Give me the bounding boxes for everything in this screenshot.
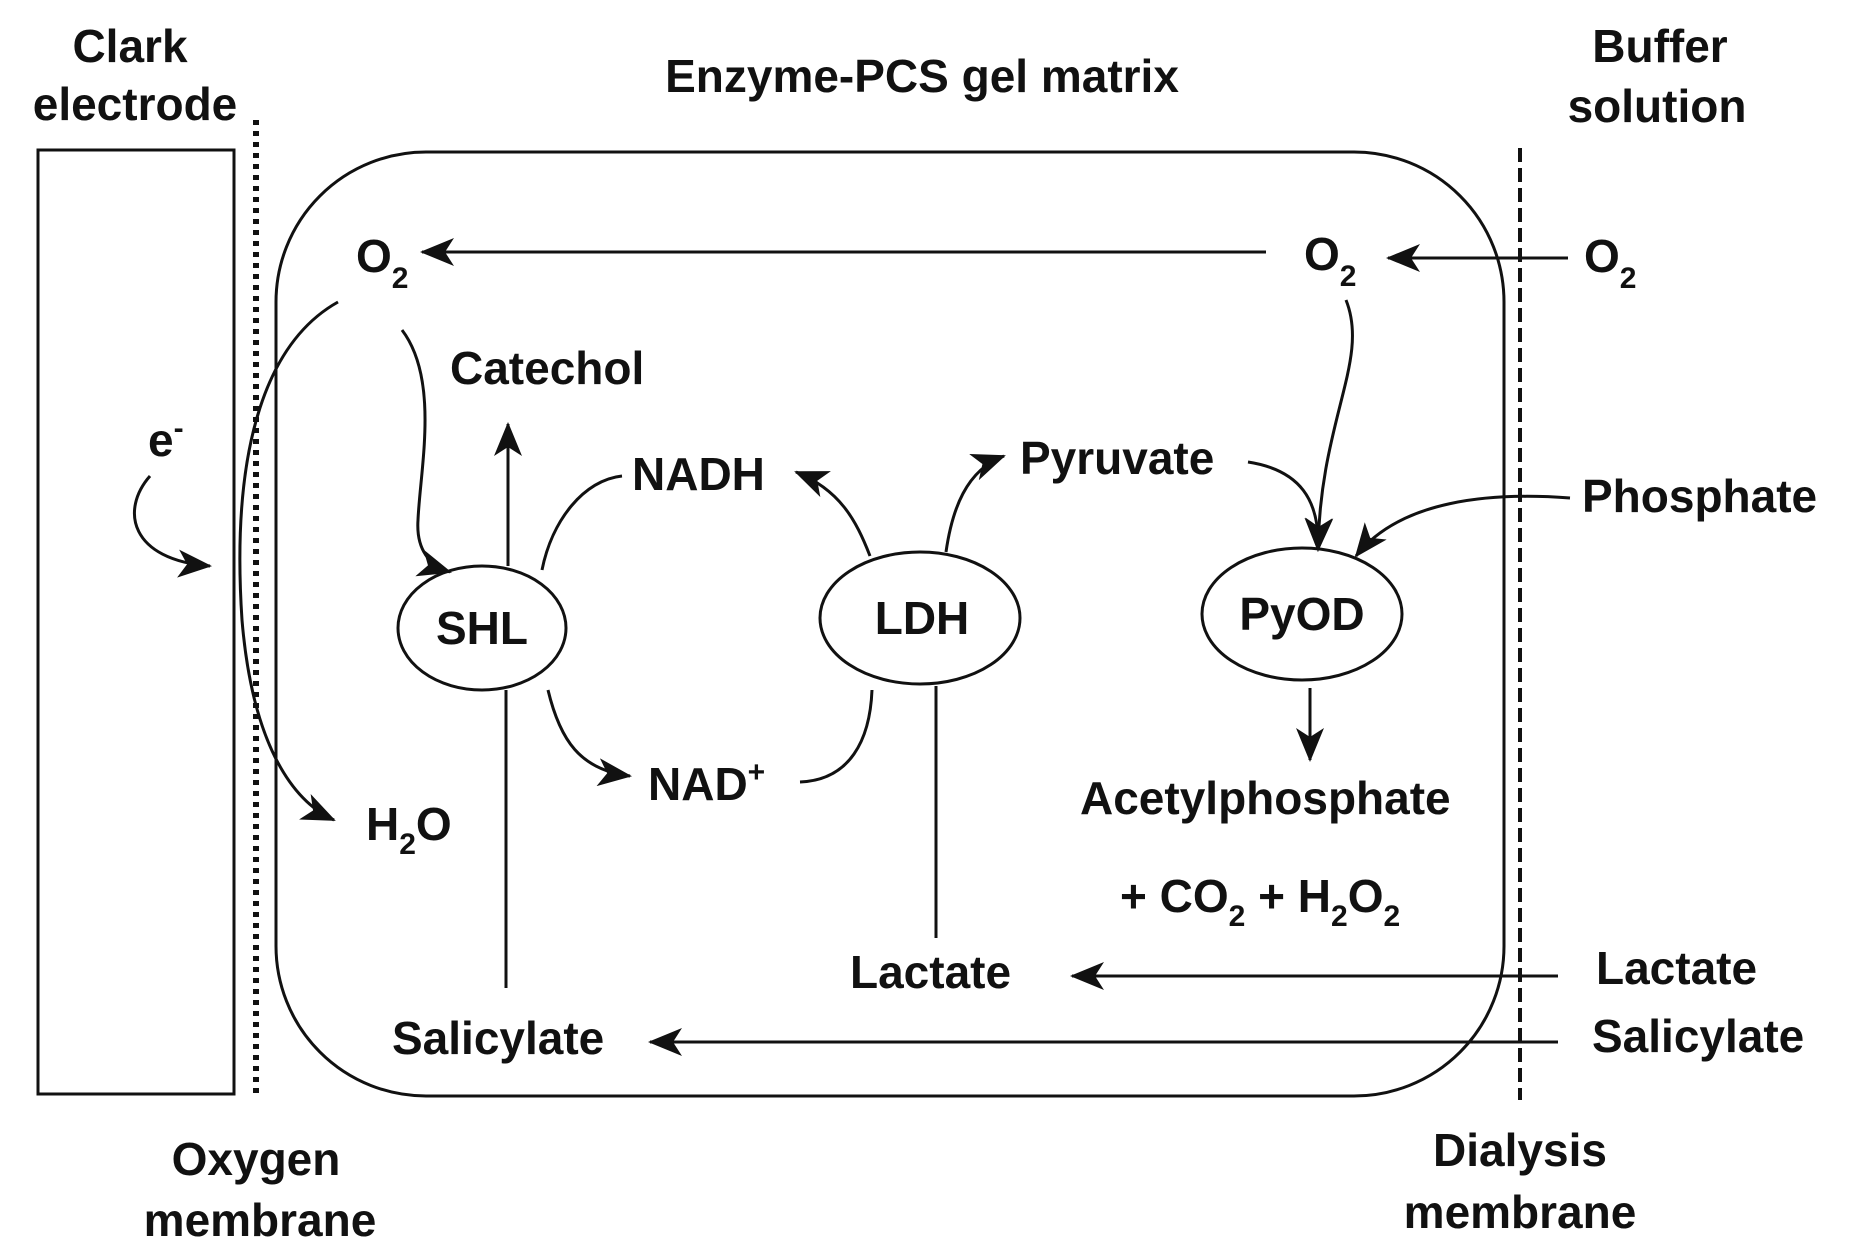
o2-electrode-side: O2 bbox=[356, 230, 408, 295]
shl-to-nad-arrow bbox=[546, 689, 632, 787]
pyod-label: PyOD bbox=[1239, 588, 1364, 640]
phosphate-to-pyod-arrow bbox=[1354, 494, 1571, 558]
catechol-label: Catechol bbox=[450, 342, 644, 394]
pyruvate-to-pyod-arrow bbox=[1247, 460, 1334, 552]
nad-label: NAD+ bbox=[648, 756, 765, 810]
oxygen-membrane-label-1: Oxygen bbox=[172, 1133, 341, 1185]
ldh-label: LDH bbox=[875, 592, 970, 644]
clark-electrode-label-1: Clark bbox=[72, 20, 187, 72]
byproducts-label: + CO2 + H2O2 bbox=[1120, 870, 1400, 933]
o2-to-pyod-arrow bbox=[1304, 299, 1354, 552]
dialysis-membrane-label-1: Dialysis bbox=[1433, 1124, 1607, 1176]
o2-gel-side: O2 bbox=[1304, 228, 1356, 293]
dialysis-membrane-label-2: membrane bbox=[1404, 1186, 1637, 1238]
clark-electrode bbox=[36, 148, 236, 1096]
pyod-enzyme bbox=[1200, 546, 1404, 682]
phosphate-label: Phosphate bbox=[1582, 470, 1817, 522]
o2-to-shl-arrow bbox=[400, 329, 452, 577]
oxygen-membrane-label-2: membrane bbox=[144, 1194, 377, 1246]
gel-matrix-label: Enzyme-PCS gel matrix bbox=[665, 50, 1179, 102]
ldh-enzyme bbox=[818, 550, 1022, 686]
o2-reduction-curve bbox=[238, 300, 339, 822]
buffer-solution-label-2: solution bbox=[1568, 80, 1747, 132]
lactate-buffer-label: Lactate bbox=[1596, 942, 1757, 994]
shl-enzyme bbox=[396, 564, 568, 692]
nadh-label: NADH bbox=[632, 448, 765, 500]
nad-to-ldh-curve bbox=[799, 689, 874, 784]
lactate-gel-label: Lactate bbox=[850, 946, 1011, 998]
o2-buffer: O2 bbox=[1584, 230, 1636, 295]
electron-label: e- bbox=[148, 412, 184, 466]
ldh-to-nadh-arrow bbox=[794, 470, 872, 557]
ldh-to-pyruvate-arrow bbox=[944, 453, 1006, 553]
salicylate-buffer-label: Salicylate bbox=[1592, 1010, 1804, 1062]
acetylphosphate-label: Acetylphosphate bbox=[1080, 772, 1451, 824]
buffer-solution-label-1: Buffer bbox=[1592, 20, 1728, 72]
salicylate-gel-label: Salicylate bbox=[392, 1012, 604, 1064]
pyruvate-label: Pyruvate bbox=[1020, 432, 1214, 484]
clark-electrode-label-2: electrode bbox=[33, 78, 238, 130]
nadh-to-shl-curve bbox=[540, 474, 623, 571]
h2o-label: H2O bbox=[366, 798, 452, 861]
electron-transfer-arrow bbox=[133, 475, 212, 578]
shl-label: SHL bbox=[436, 602, 528, 654]
gel-matrix bbox=[274, 150, 1506, 1098]
